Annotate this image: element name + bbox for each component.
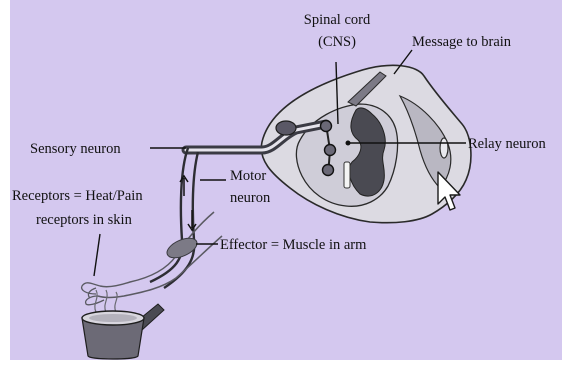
label-effector: Effector = Muscle in arm [220, 237, 367, 253]
leader-receptors [94, 234, 100, 276]
steam-lines [95, 290, 117, 312]
label-relay-neuron: Relay neuron [468, 136, 546, 152]
spinal-cord-cut-end [440, 138, 448, 158]
central-canal [344, 162, 350, 188]
reflex-arc-diagram-panel: Spinal cord (CNS) Message to brain Senso… [10, 0, 562, 360]
label-spinal-cord-line1: Spinal cord [304, 12, 371, 28]
sensory-neuron-fibre [150, 148, 188, 282]
label-sensory-neuron: Sensory neuron [30, 141, 121, 157]
relay-cell-body-bottom [323, 165, 334, 176]
label-spinal-cord-line2: (CNS) [318, 34, 356, 50]
saucepan-water [89, 314, 137, 322]
relay-cell-body-middle [325, 145, 336, 156]
label-motor-neuron-line1: Motor [230, 168, 266, 184]
label-receptors-line1: Receptors = Heat/Pain [12, 188, 143, 204]
relay-cell-body-top [321, 121, 332, 132]
dorsal-root-ganglion [276, 121, 296, 135]
forearm-lower-outline [98, 236, 222, 298]
hot-saucepan-icon [82, 290, 164, 359]
label-message-to-brain: Message to brain [412, 34, 512, 50]
label-receptors-line2: receptors in skin [36, 212, 133, 228]
motor-direction-arrow [188, 210, 196, 230]
reflex-arc-diagram: Spinal cord (CNS) Message to brain Senso… [10, 0, 562, 360]
label-motor-neuron-line2: neuron [230, 190, 271, 206]
